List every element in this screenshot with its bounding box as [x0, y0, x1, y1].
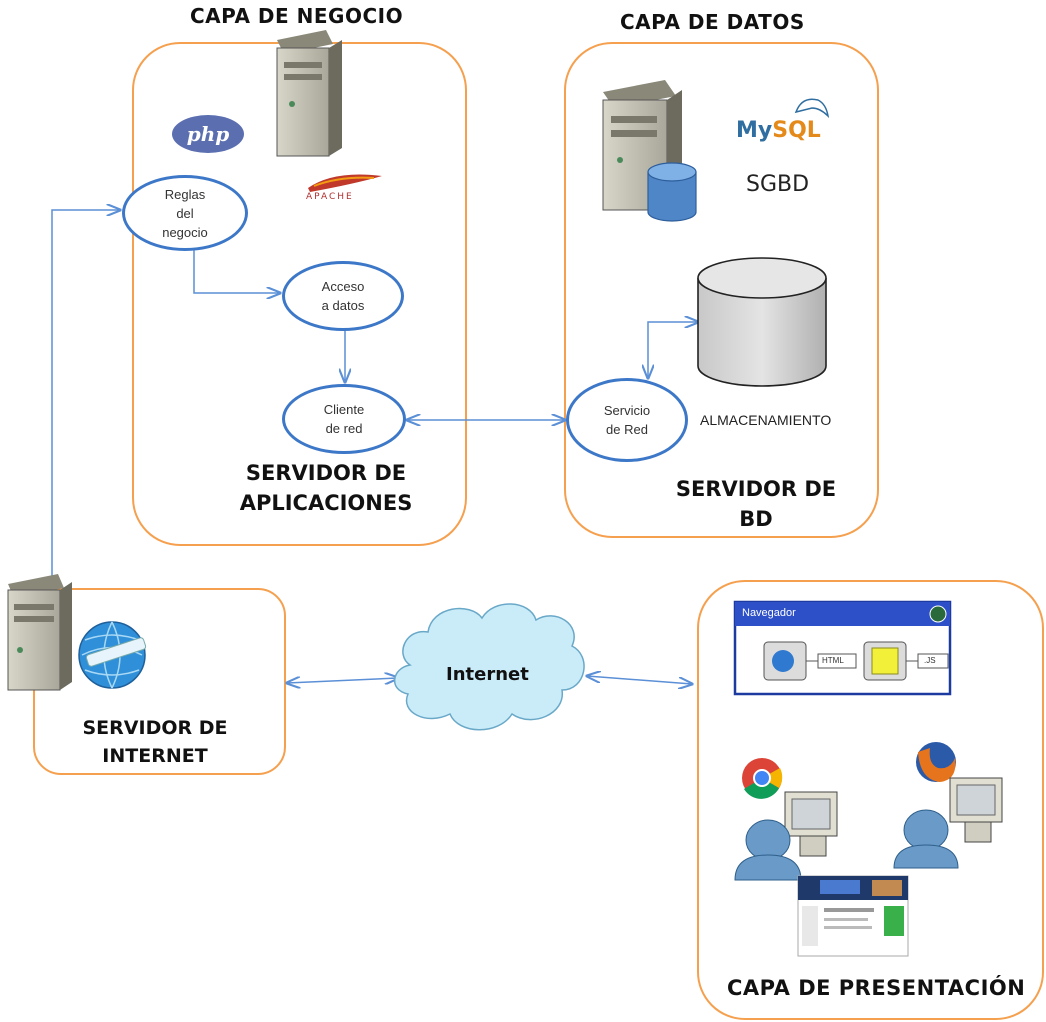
mysql-logo-my: My	[736, 118, 773, 143]
servidor-aplicaciones-label: SERVIDOR DE APLICACIONES	[239, 461, 413, 515]
sgbd-label: SGBD	[746, 172, 810, 197]
acceso-datos-node: Acceso a datos	[282, 261, 404, 331]
arrow-cloud-presentation	[587, 676, 692, 684]
arrow-internet-to-reglas	[51, 210, 120, 585]
capa-datos-title: CAPA DE DATOS	[620, 10, 805, 34]
browser-window-icon	[733, 600, 952, 696]
user-pc-left-icon	[734, 791, 838, 881]
arrow-server-cloud	[287, 678, 398, 683]
arrow-servicio-to-storage	[648, 322, 698, 378]
navegador-label: Navegador	[742, 607, 796, 619]
internet-cloud-label: Internet	[446, 664, 529, 685]
cliente-red-node: Cliente de red	[282, 384, 406, 454]
mysql-dolphin-icon	[794, 98, 830, 119]
arrow-reglas-to-acceso	[193, 250, 280, 293]
user-pc-right-icon	[893, 777, 1003, 869]
html-file-label: HTML	[822, 656, 844, 665]
apache-logo: APACHE	[306, 192, 354, 202]
internet-cloud-icon	[394, 603, 585, 731]
servidor-internet-label: SERVIDOR DE INTERNET	[82, 717, 228, 767]
capa-negocio-title: CAPA DE NEGOCIO	[190, 4, 404, 28]
reglas-negocio-node: Reglas del negocio	[122, 175, 248, 251]
mysql-logo-sql: SQL	[772, 118, 821, 143]
panel-servidor-internet	[33, 588, 286, 775]
webpage-thumbnail-icon	[797, 875, 909, 957]
php-logo: php	[172, 115, 244, 153]
data-server-icon	[602, 80, 697, 222]
servicio-red-node: Servicio de Red	[566, 378, 688, 462]
almacenamiento-label: ALMACENAMIENTO	[700, 412, 832, 428]
storage-cylinder-icon	[697, 257, 827, 387]
capa-presentacion-title: CAPA DE PRESENTACIÓN	[727, 976, 1026, 1000]
mysql-logo: MySQL	[736, 118, 821, 143]
internet-server-icon	[7, 574, 72, 691]
globe-http-icon	[78, 621, 147, 689]
chrome-icon	[742, 758, 783, 799]
js-file-label: .JS	[924, 656, 936, 665]
firefox-icon	[916, 742, 956, 782]
business-server-icon	[276, 30, 342, 157]
servidor-bd-label: SERVIDOR DE BD	[675, 477, 837, 531]
apache-feather-icon	[308, 174, 382, 192]
